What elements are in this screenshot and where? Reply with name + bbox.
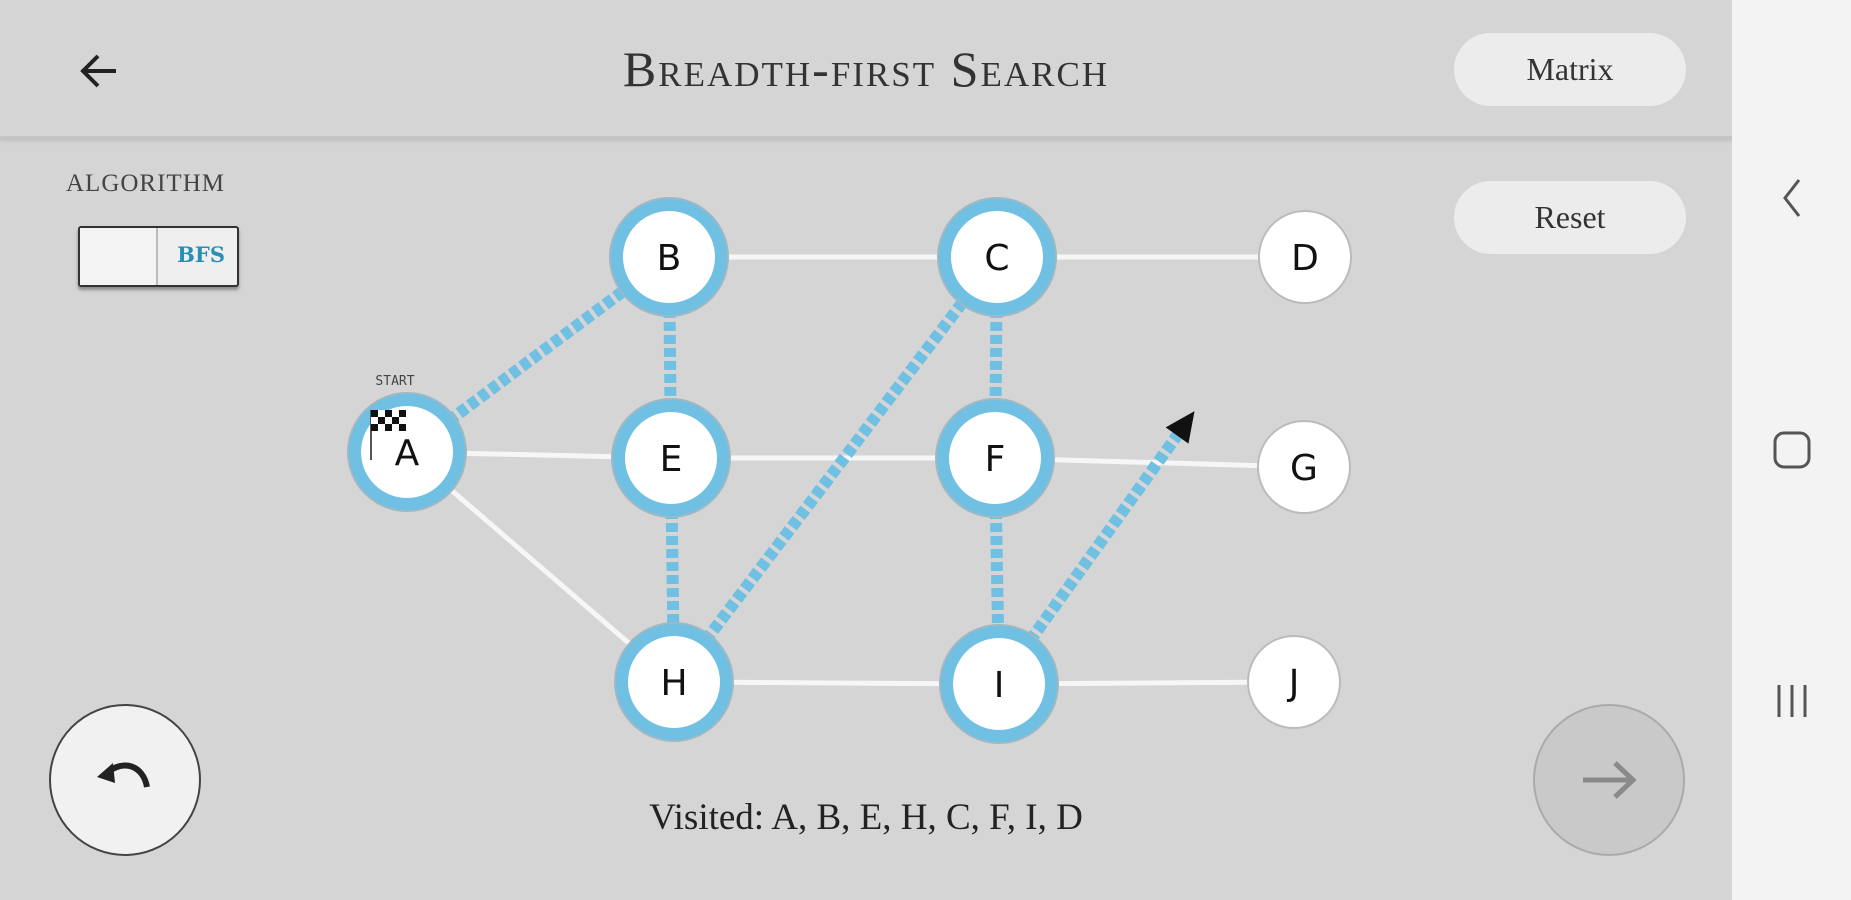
traversed-edge-H-C bbox=[669, 253, 1002, 686]
checkered-flag-icon bbox=[378, 424, 385, 431]
node-C bbox=[951, 211, 1043, 303]
checkered-flag-icon bbox=[399, 424, 406, 431]
checkered-flag-icon bbox=[385, 417, 392, 424]
algorithm-value: BFS bbox=[177, 242, 225, 267]
page-title: Breadth-first Search bbox=[622, 41, 1110, 97]
reset-button[interactable]: Reset bbox=[1454, 181, 1686, 254]
node-label-G: G bbox=[1290, 448, 1318, 489]
visited-list: Visited: A, B, E, H, C, F, I, D bbox=[649, 797, 1083, 838]
node-label-J: J bbox=[1287, 663, 1300, 704]
undo-icon bbox=[97, 762, 150, 788]
arrow-left-icon bbox=[80, 54, 116, 88]
checkered-flag-icon bbox=[399, 410, 406, 417]
node-label-H: H bbox=[660, 663, 687, 704]
node-label-B: B bbox=[657, 238, 682, 279]
checkered-flag-icon bbox=[392, 417, 399, 424]
checkered-flag-icon bbox=[385, 410, 392, 417]
node-E bbox=[625, 412, 717, 504]
node-label-F: F bbox=[985, 439, 1006, 480]
chevron-left-icon bbox=[1783, 179, 1801, 217]
node-label-C: C bbox=[984, 238, 1009, 279]
node-label-E: E bbox=[660, 439, 683, 480]
checkered-flag-icon bbox=[392, 410, 399, 417]
checkered-flag-icon bbox=[392, 424, 399, 431]
node-label-I: I bbox=[994, 665, 1005, 706]
arrow-right-icon bbox=[1583, 761, 1637, 799]
back-button[interactable] bbox=[74, 46, 124, 96]
algorithm-label: ALGORITHM bbox=[66, 170, 225, 197]
node-F bbox=[949, 412, 1041, 504]
node-B bbox=[623, 211, 715, 303]
system-recents-button[interactable] bbox=[1762, 671, 1822, 731]
node-label-D: D bbox=[1291, 238, 1319, 279]
checkered-flag-icon bbox=[378, 417, 385, 424]
toggle-knob bbox=[80, 228, 158, 285]
next-step-button[interactable] bbox=[1533, 704, 1685, 856]
app: Breadth-first Search Matrix Reset ALGORI… bbox=[0, 0, 1732, 856]
start-label: START bbox=[375, 374, 414, 389]
node-J bbox=[1247, 635, 1341, 729]
node-H bbox=[628, 636, 720, 728]
checkered-flag-icon bbox=[378, 410, 385, 417]
node-label-A: A bbox=[395, 433, 420, 474]
algorithm-toggle[interactable]: BFS bbox=[78, 226, 239, 287]
node-D bbox=[1258, 210, 1352, 304]
checkered-flag-icon bbox=[371, 417, 378, 424]
undo-button[interactable] bbox=[49, 704, 201, 856]
node-G bbox=[1257, 420, 1351, 514]
system-nav-bar bbox=[1732, 0, 1851, 900]
system-back-button[interactable] bbox=[1762, 168, 1822, 228]
home-square-icon bbox=[1773, 431, 1811, 469]
matrix-button[interactable]: Matrix bbox=[1454, 33, 1686, 106]
arrowhead-icon bbox=[1165, 411, 1195, 444]
checkered-flag-icon bbox=[371, 410, 378, 417]
checkered-flag-icon bbox=[371, 424, 378, 431]
graph-canvas: A START B C D E F G H I J bbox=[347, 197, 1352, 744]
checkered-flag-icon bbox=[399, 417, 406, 424]
system-home-button[interactable] bbox=[1762, 420, 1822, 480]
node-I bbox=[953, 638, 1045, 730]
recents-icon bbox=[1777, 685, 1807, 717]
current-edge-I-D bbox=[1017, 427, 1186, 655]
header: Breadth-first Search Matrix bbox=[0, 0, 1732, 140]
checkered-flag-icon bbox=[385, 424, 392, 431]
